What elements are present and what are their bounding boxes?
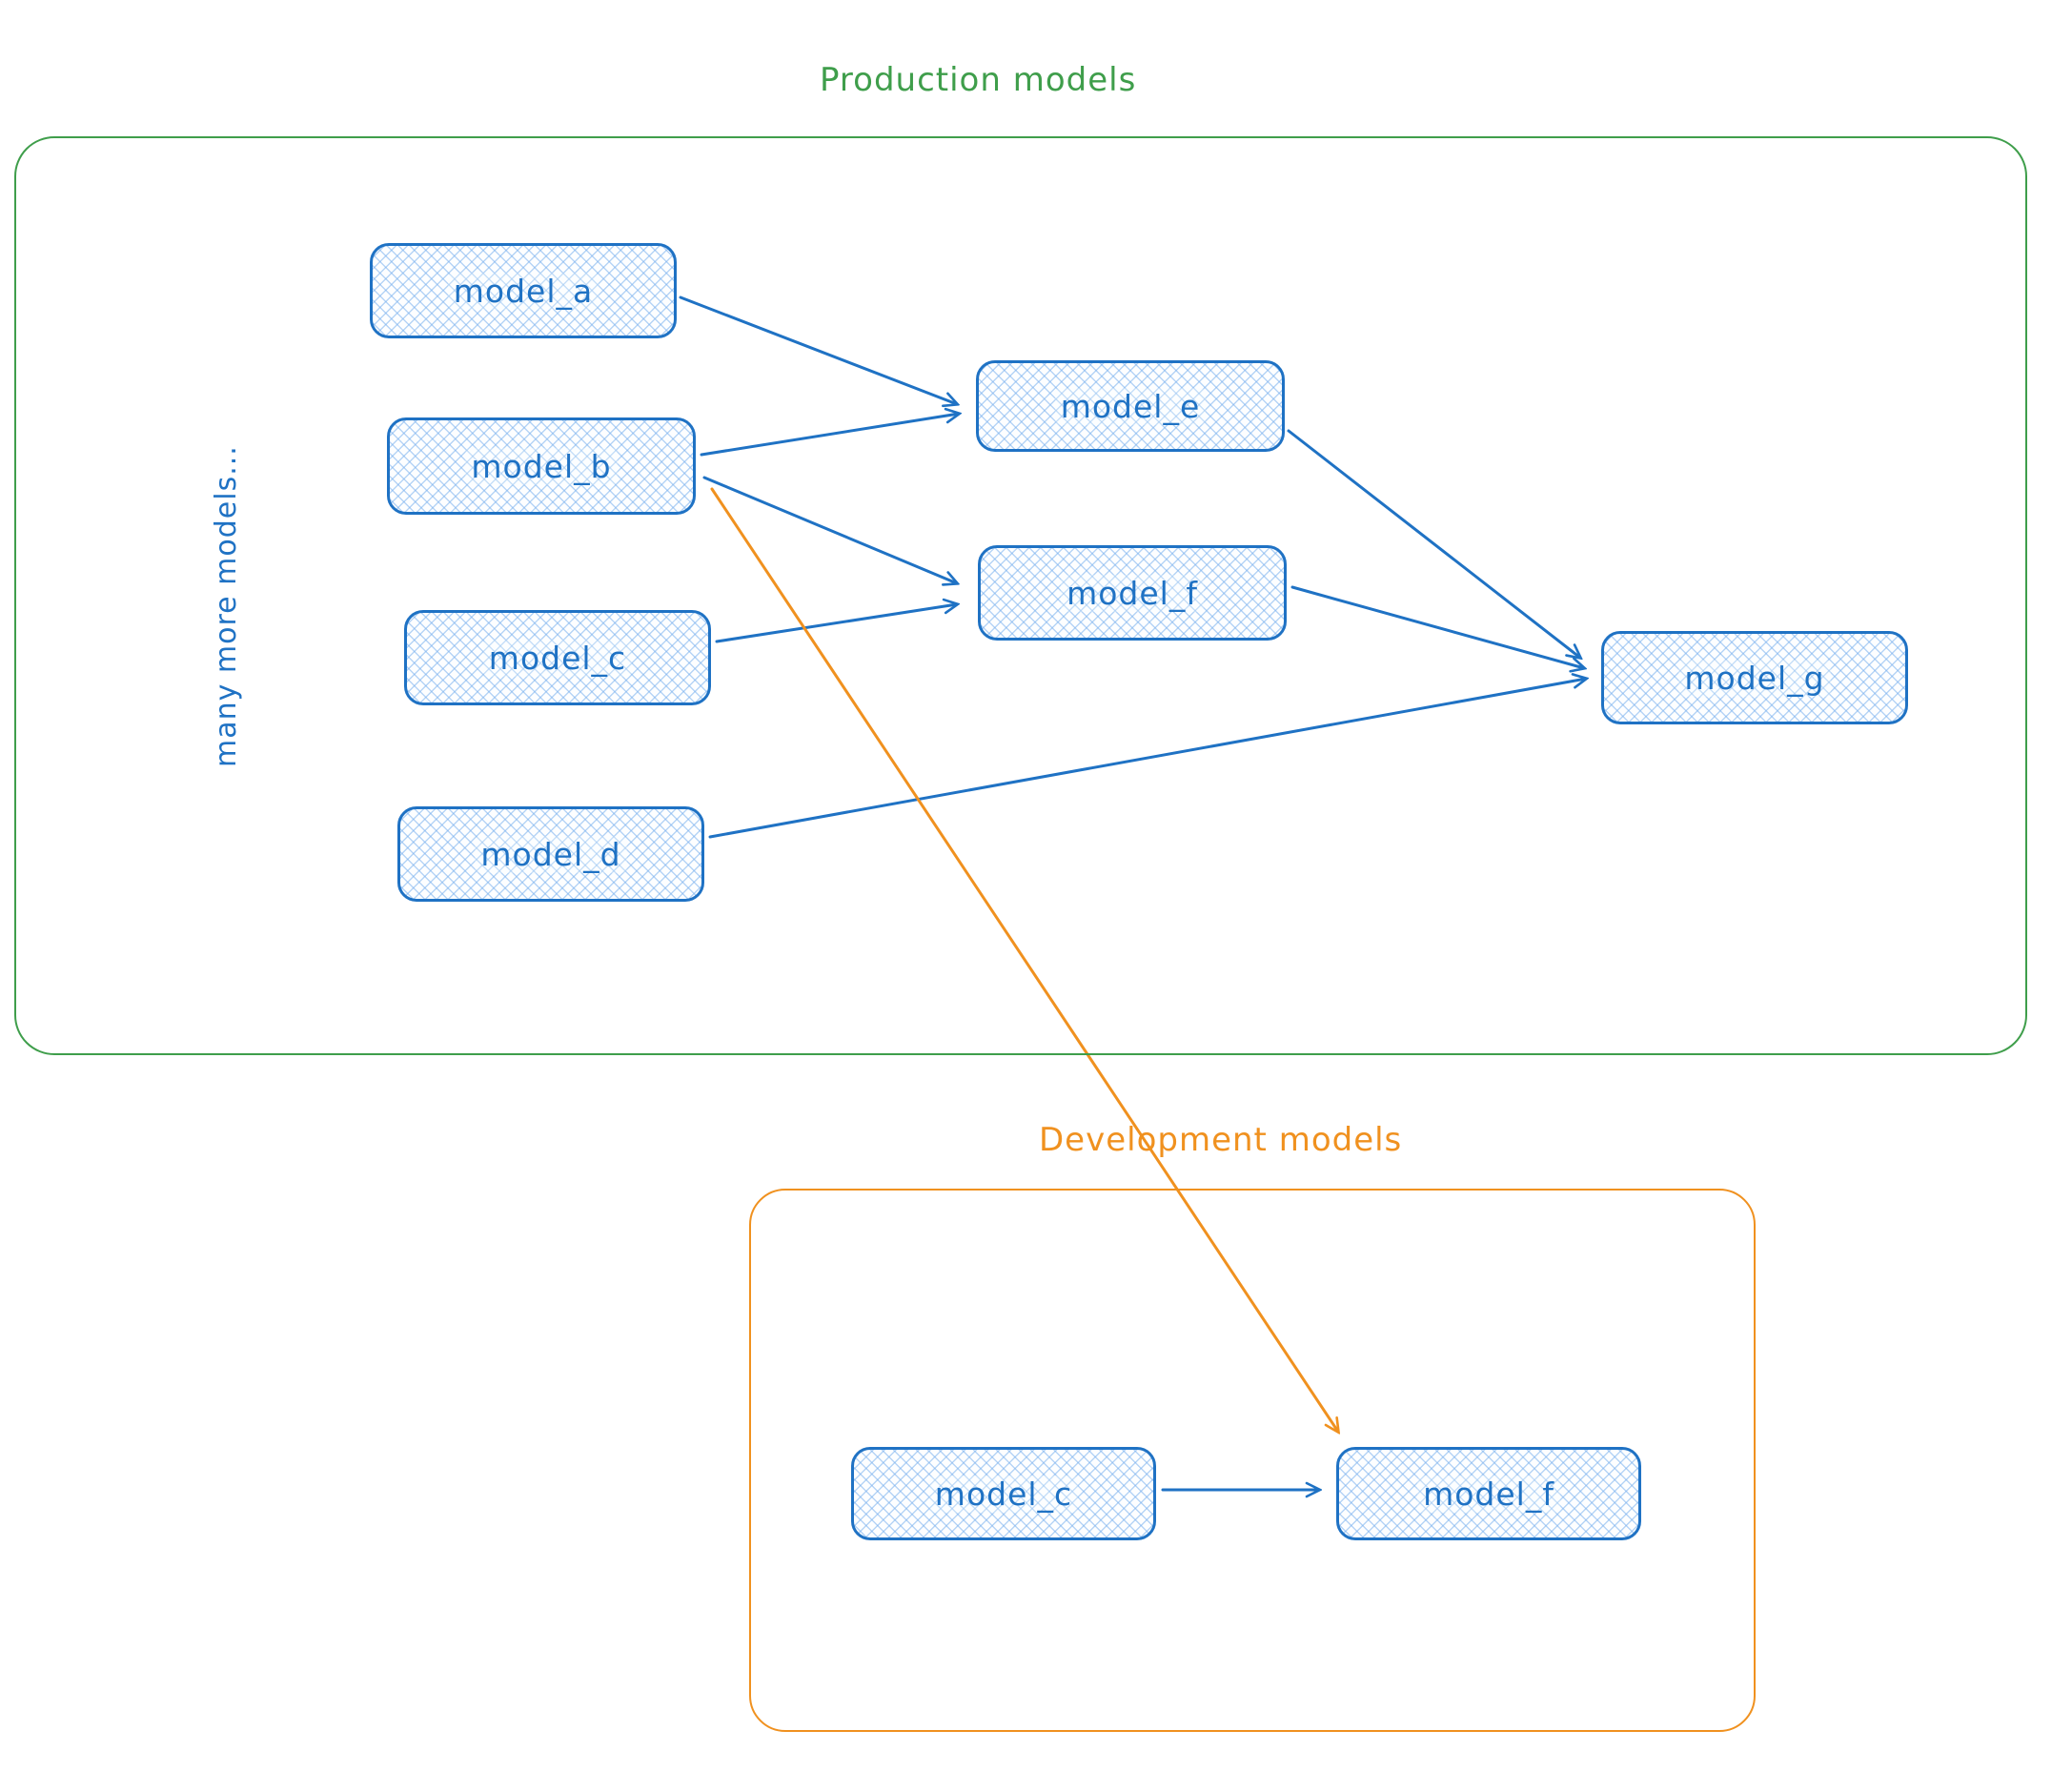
many-more-models-note: many more models...: [210, 445, 243, 767]
node-model-e: model_e: [976, 360, 1285, 452]
node-dev-model-c-label: model_c: [928, 1475, 1079, 1513]
production-container: [14, 136, 2027, 1055]
node-model-b: model_b: [387, 417, 696, 515]
node-model-c-label: model_c: [482, 639, 633, 677]
node-model-e-label: model_e: [1054, 387, 1207, 425]
node-model-f: model_f: [978, 545, 1287, 641]
node-model-c: model_c: [404, 610, 711, 705]
node-dev-model-f: model_f: [1336, 1447, 1641, 1540]
development-container: [749, 1189, 1756, 1732]
node-dev-model-c: model_c: [851, 1447, 1156, 1540]
node-model-d-label: model_d: [475, 835, 627, 873]
node-model-g: model_g: [1601, 631, 1908, 724]
node-model-a-label: model_a: [447, 272, 599, 310]
production-title: Production models: [820, 61, 1137, 99]
development-title: Development models: [1039, 1121, 1403, 1159]
node-model-g-label: model_g: [1678, 659, 1831, 697]
node-model-b-label: model_b: [465, 447, 618, 485]
node-dev-model-f-label: model_f: [1417, 1475, 1560, 1513]
node-model-f-label: model_f: [1061, 574, 1204, 612]
node-model-a: model_a: [370, 243, 677, 338]
node-model-d: model_d: [397, 806, 704, 902]
